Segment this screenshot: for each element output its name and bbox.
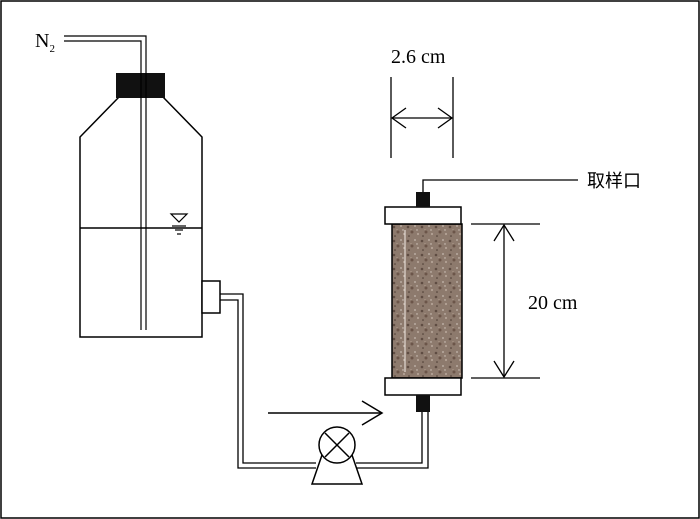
flow-arrow-icon	[268, 400, 384, 426]
height-dimension	[471, 223, 540, 379]
tube-inner	[220, 299, 316, 469]
gas-label-main: N	[35, 30, 49, 52]
tube-pump-out-outer	[356, 412, 423, 464]
reservoir-bottle	[79, 96, 221, 338]
bottle-outline	[79, 96, 203, 338]
tubing	[220, 293, 429, 469]
peristaltic-pump-icon	[310, 426, 364, 485]
column-soil	[391, 223, 463, 379]
column-top-cap	[384, 206, 462, 225]
column-bottom-cap	[384, 377, 462, 396]
inlet-plug	[416, 395, 430, 412]
water-level-icon	[169, 213, 189, 235]
gas-label: N2	[35, 30, 55, 55]
diameter-label: 2.6 cm	[391, 46, 446, 68]
tube-pump-out-inner	[356, 412, 429, 469]
tube-outer	[220, 293, 316, 464]
sampling-port-plug	[416, 192, 430, 207]
height-label: 20 cm	[528, 292, 578, 314]
outlet-fitting	[201, 280, 221, 314]
gas-label-sub: 2	[49, 43, 55, 55]
sampling-port-leader	[422, 179, 578, 192]
gas-inlet-tube	[64, 35, 147, 330]
soil-column	[384, 192, 463, 412]
diameter-dimension	[390, 77, 454, 158]
sampling-port-label: 取样口	[587, 171, 641, 192]
